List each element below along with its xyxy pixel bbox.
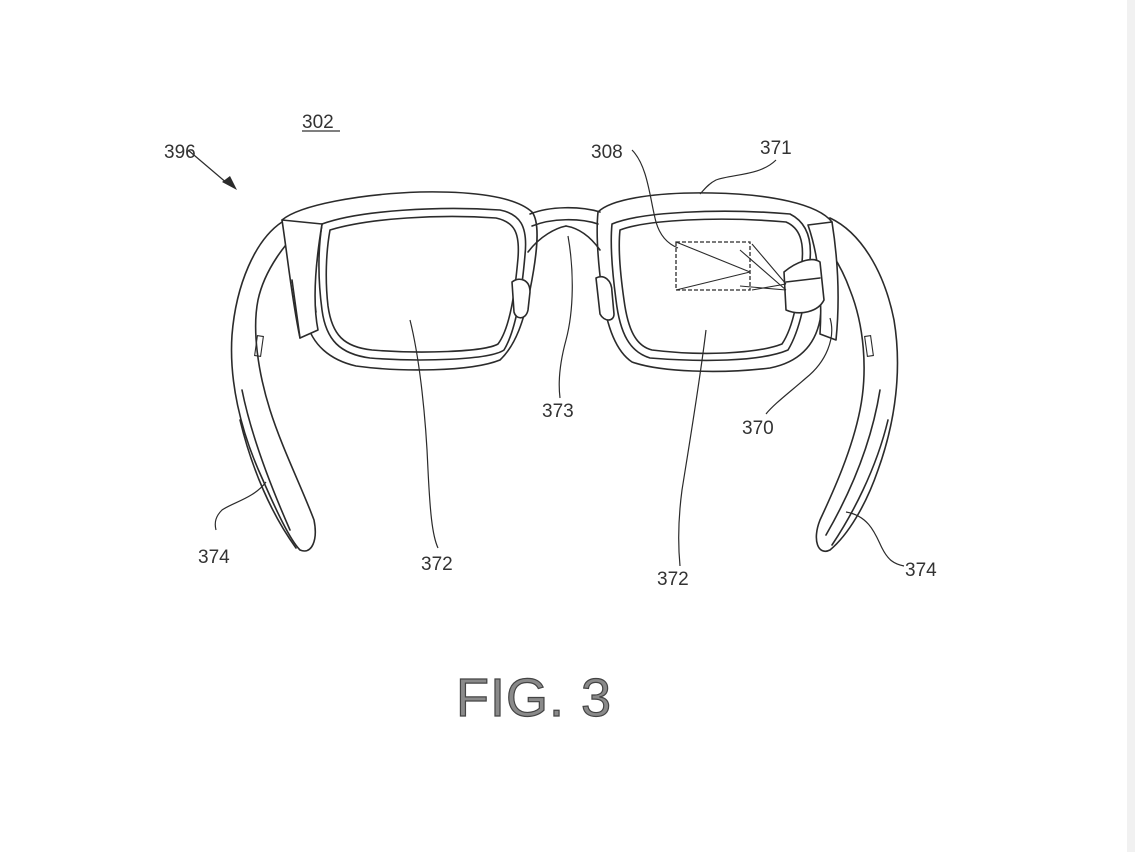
- ref-302: 302: [302, 112, 334, 133]
- virtual-display-region: [675, 241, 751, 291]
- leader-373: [558, 235, 573, 399]
- ref-308: 308: [591, 142, 623, 163]
- leader-374-right: [845, 511, 905, 567]
- left-hinge-block: [281, 219, 323, 339]
- ref-374-left: 374: [198, 547, 230, 568]
- display-projector: [739, 243, 825, 314]
- leader-308: [631, 149, 679, 249]
- leader-370: [765, 317, 833, 415]
- leader-372-right: [678, 329, 707, 567]
- right-frame-rim: [595, 192, 833, 373]
- ref-372-left: 372: [421, 554, 453, 575]
- page-edge-shadow: [1127, 0, 1135, 852]
- bridge: [527, 206, 601, 253]
- ref-370: 370: [742, 418, 774, 439]
- leader-396: [187, 149, 229, 185]
- leader-371: [699, 159, 777, 195]
- ref-372-right: 372: [657, 569, 689, 590]
- ref-374-right: 374: [905, 560, 937, 581]
- right-temple-arm: [807, 217, 899, 553]
- ref-396: 396: [164, 142, 196, 163]
- left-frame-rim: [281, 191, 538, 371]
- figure-caption: FIG. 3: [456, 668, 612, 728]
- left-temple-arm: [230, 221, 316, 552]
- leader-lines: [187, 149, 905, 567]
- leader-372-left: [409, 319, 439, 549]
- arrowhead-396: [222, 176, 237, 190]
- ref-373: 373: [542, 401, 574, 422]
- leader-374-left: [214, 481, 267, 531]
- ref-371: 371: [760, 138, 792, 159]
